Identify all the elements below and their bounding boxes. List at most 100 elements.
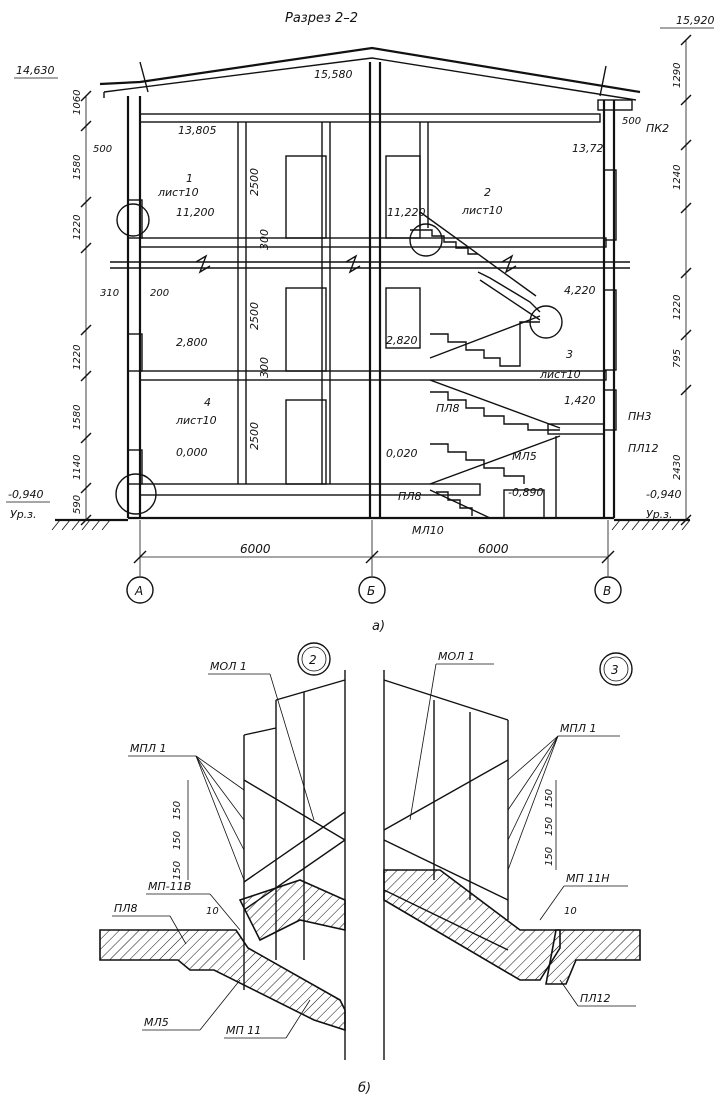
svg-text:ПЛ8: ПЛ8 bbox=[114, 902, 138, 915]
svg-text:2500: 2500 bbox=[248, 168, 261, 196]
callout-1-sheet: лист10 bbox=[157, 186, 199, 199]
roof-line bbox=[99, 46, 641, 94]
detail-2-number: 2 bbox=[309, 653, 317, 667]
axis-b-label: Б bbox=[367, 584, 375, 598]
elevation-right-top: 15,920 bbox=[676, 14, 715, 27]
svg-text:МП 11Н: МП 11Н bbox=[566, 872, 610, 885]
svg-text:МП 11: МП 11 bbox=[226, 1024, 261, 1037]
span-label-2: 6000 bbox=[478, 542, 509, 556]
svg-text:ПЛ12: ПЛ12 bbox=[628, 442, 659, 455]
callout-2-num: 2 bbox=[484, 186, 491, 199]
svg-text:МЛ5: МЛ5 bbox=[512, 450, 537, 463]
svg-text:ПН3: ПН3 bbox=[628, 410, 652, 423]
axis-a-marker bbox=[126, 576, 154, 604]
building-section: А Б В 6000 6000 1060 500 1580 1220 310 2… bbox=[6, 14, 715, 634]
svg-text:500: 500 bbox=[93, 144, 112, 155]
svg-text:10: 10 bbox=[206, 906, 219, 917]
svg-text:1580: 1580 bbox=[72, 405, 83, 430]
elevation-right-bottom: -0,940 bbox=[646, 488, 681, 501]
stair-flights bbox=[410, 211, 605, 519]
svg-text:0,000: 0,000 bbox=[176, 446, 208, 459]
svg-text:1,420: 1,420 bbox=[564, 394, 596, 407]
svg-text:4,220: 4,220 bbox=[564, 284, 596, 297]
svg-text:15,580: 15,580 bbox=[314, 68, 353, 81]
svg-text:2,800: 2,800 bbox=[176, 336, 208, 349]
detail-3-number: 3 bbox=[611, 663, 619, 677]
svg-text:1240: 1240 bbox=[672, 165, 683, 190]
svg-text:310: 310 bbox=[100, 288, 119, 299]
ground-label-left: Ур.з. bbox=[10, 508, 37, 521]
door-lower bbox=[285, 399, 327, 485]
svg-text:1290: 1290 bbox=[672, 63, 683, 88]
callout-3-num: 3 bbox=[566, 348, 573, 361]
detail-2-slab bbox=[99, 929, 346, 1032]
floor-slab-3 bbox=[139, 237, 607, 248]
door-upper bbox=[285, 155, 327, 239]
axis-a-label: А bbox=[134, 584, 143, 598]
svg-text:МОЛ 1: МОЛ 1 bbox=[210, 660, 247, 673]
floor-slab-1 bbox=[139, 483, 381, 496]
svg-text:1060: 1060 bbox=[72, 90, 83, 115]
drawing-title: Разрез 2–2 bbox=[285, 11, 358, 26]
span-label-1: 6000 bbox=[240, 542, 271, 556]
svg-text:150: 150 bbox=[544, 817, 555, 836]
svg-text:10: 10 bbox=[564, 906, 577, 917]
detail-circle-1 bbox=[116, 203, 150, 237]
detail-circle-2 bbox=[409, 223, 443, 257]
svg-text:ПЛ8: ПЛ8 bbox=[436, 402, 460, 415]
callout-1-num: 1 bbox=[186, 172, 193, 185]
ground-label-right: Ур.з. bbox=[646, 508, 673, 521]
svg-text:590: 590 bbox=[72, 495, 83, 514]
callout-4-sheet: лист10 bbox=[175, 414, 217, 427]
svg-text:-0,890: -0,890 bbox=[508, 486, 543, 499]
svg-text:1140: 1140 bbox=[72, 455, 83, 480]
svg-text:150: 150 bbox=[172, 861, 183, 880]
svg-text:МОЛ 1: МОЛ 1 bbox=[438, 650, 475, 663]
svg-text:13,805: 13,805 bbox=[178, 124, 217, 137]
svg-text:150: 150 bbox=[544, 789, 555, 808]
detail-3: 3 МОЛ 1 МПЛ 1 150 150 150 МП 11Н ПЛ12 10 bbox=[383, 650, 641, 1060]
detail-3-slab bbox=[383, 869, 561, 981]
elevation-left-top: 14,630 bbox=[16, 64, 55, 77]
floor-slab-2 bbox=[139, 370, 607, 381]
svg-text:200: 200 bbox=[150, 288, 169, 299]
axis-b-marker bbox=[358, 576, 386, 604]
svg-text:2,820: 2,820 bbox=[386, 334, 418, 347]
svg-text:1220: 1220 bbox=[72, 345, 83, 370]
svg-text:МПЛ 1: МПЛ 1 bbox=[560, 722, 597, 735]
svg-text:150: 150 bbox=[544, 847, 555, 866]
svg-text:150: 150 bbox=[172, 831, 183, 850]
callout-2-sheet: лист10 bbox=[461, 204, 503, 217]
detail-circle-4 bbox=[115, 473, 157, 515]
svg-text:500: 500 bbox=[622, 116, 641, 127]
caption-b: б) bbox=[358, 1081, 371, 1096]
svg-text:ПК2: ПК2 bbox=[646, 122, 669, 135]
svg-text:300: 300 bbox=[258, 229, 271, 250]
svg-text:2500: 2500 bbox=[248, 422, 261, 450]
svg-text:МЛ5: МЛ5 bbox=[144, 1016, 169, 1029]
svg-text:13,72: 13,72 bbox=[572, 142, 604, 155]
svg-text:1220: 1220 bbox=[72, 215, 83, 240]
callout-3-sheet: лист10 bbox=[539, 368, 581, 381]
door-middle bbox=[285, 287, 327, 372]
svg-text:МЛ10: МЛ10 bbox=[412, 524, 444, 537]
svg-text:1220: 1220 bbox=[672, 295, 683, 320]
detail-2: 2 МОЛ 1 МПЛ 1 150 150 150 МП-11В ПЛ8 bbox=[99, 642, 346, 1060]
svg-text:1580: 1580 bbox=[72, 155, 83, 180]
svg-text:МПЛ 1: МПЛ 1 bbox=[130, 742, 167, 755]
detail-circle-3 bbox=[529, 305, 563, 339]
svg-text:150: 150 bbox=[172, 801, 183, 820]
svg-text:11,200: 11,200 bbox=[176, 206, 215, 219]
svg-text:2500: 2500 bbox=[248, 302, 261, 330]
callout-4-num: 4 bbox=[204, 396, 211, 409]
svg-text:ПЛ8: ПЛ8 bbox=[398, 490, 422, 503]
elevation-left-bottom: -0,940 bbox=[8, 488, 43, 501]
svg-text:ПЛ12: ПЛ12 bbox=[580, 992, 611, 1005]
axis-v-marker bbox=[594, 576, 622, 604]
svg-text:0,020: 0,020 bbox=[386, 447, 418, 460]
svg-text:11,220: 11,220 bbox=[387, 206, 426, 219]
axis-v-label: В bbox=[603, 584, 611, 598]
svg-text:795: 795 bbox=[672, 349, 683, 368]
